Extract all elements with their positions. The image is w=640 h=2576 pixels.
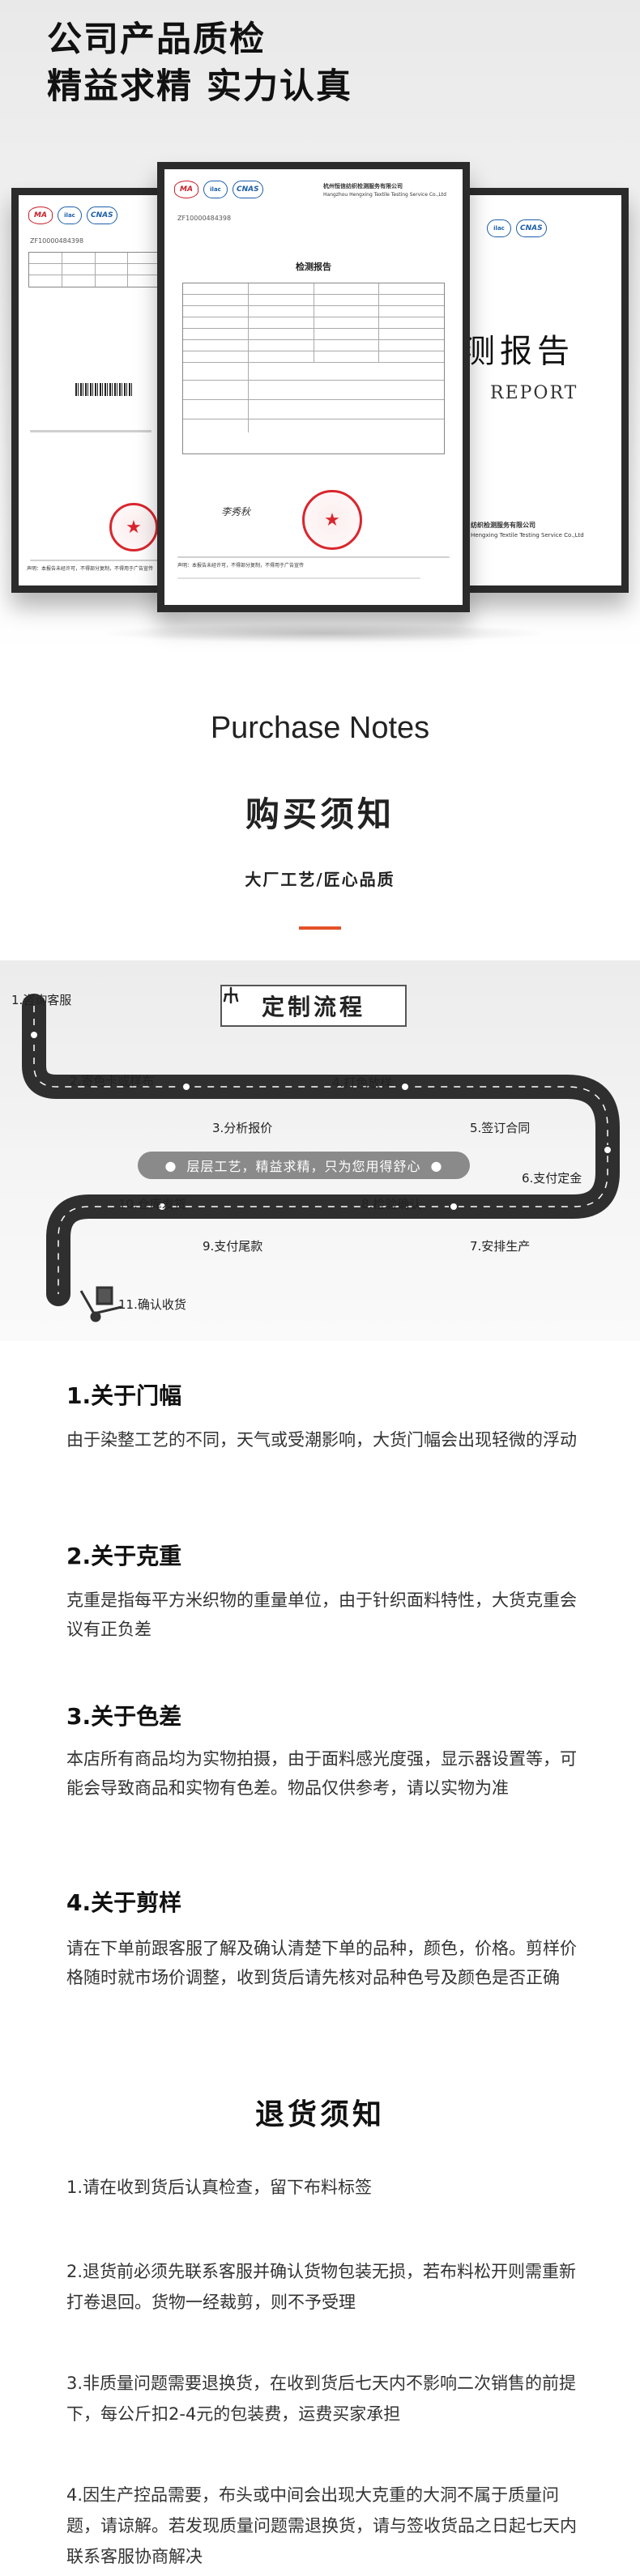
note-body: 由于染整工艺的不同，天气或受潮影响，大货门幅会出现轻微的浮动 — [66, 1430, 577, 1450]
process-title-box: 定制流程 — [220, 985, 407, 1027]
note-title: 3.关于色差 — [66, 1703, 182, 1730]
note-body: 克重是指每平方米织物的重量单位，由于针织面料特性，大货克重会议有正负差 — [66, 1590, 577, 1639]
process-title: 定制流程 — [261, 994, 365, 1020]
note-title: 2.关于克重 — [66, 1543, 182, 1569]
cnas-logo-icon: CNAS — [233, 181, 263, 198]
returns-item: 1.请在收到货后认真检查，留下布料标签 — [66, 2178, 373, 2197]
step-inspect: 8.检验确认 — [361, 1197, 422, 1211]
returns-title: 退货须知 — [254, 2098, 385, 2131]
quality-certificates-section: 公司产品质检 精益求精 实力认真 MA ilac CNAS ZF10000484… — [0, 0, 640, 656]
testing-org-name-en: Hangzhou Hengxing Textile Testing Servic… — [323, 192, 446, 198]
certificate-footer: 声明：本报告未经许可，不得部分复制，不得用于广告宣传 — [27, 566, 154, 572]
step-quote: 3.分析报价 — [212, 1121, 273, 1135]
accent-divider — [299, 926, 341, 930]
slogan-dot-icon: ● — [164, 1157, 177, 1173]
hand-truck-icon — [79, 1286, 122, 1322]
cnas-logo-icon: CNAS — [516, 219, 547, 237]
returns-item: 4.因生产控品需要，布头或中间会出现大克重的大洞不属于质量问题，请谅解。若发现质… — [66, 2485, 577, 2566]
step-send-sample: 2.寄色卡或样布 — [70, 1074, 155, 1088]
barcode-icon — [75, 383, 134, 396]
report-number: ZF10000484398 — [30, 237, 84, 245]
seal-stamp-icon: ★ — [109, 503, 158, 551]
step-contract: 5.签订合同 — [470, 1121, 531, 1135]
slogan-text: 层层工艺，精益求精，只为您用得舒心 — [186, 1159, 421, 1174]
ilac-mra-logo-icon: ilac — [58, 207, 82, 224]
certificate-right: ilac CNAS 测报告 REPORT 纺织检测服务有限公司 Hengxing… — [460, 188, 629, 593]
tools-icon — [223, 986, 239, 1004]
note-title: 1.关于门幅 — [66, 1382, 182, 1409]
certificate-center: MA ilac CNAS 杭州恒信纺织检测服务有限公司 Hangzhou Hen… — [157, 162, 470, 612]
step-confirm-receipt: 11.确认收货 — [118, 1297, 186, 1312]
signature: 李秀秋 — [221, 506, 251, 517]
report-big-title: 测报告 — [467, 333, 574, 370]
purchase-notes-title: 购买须知 — [245, 794, 395, 834]
testing-org-name: 纺织检测服务有限公司 — [471, 522, 535, 529]
cma-logo-icon: MA — [174, 181, 198, 198]
ilac-mra-logo-icon: ilac — [203, 181, 228, 198]
note-title: 4.关于剪样 — [66, 1889, 182, 1916]
ilac-mra-logo-icon: ilac — [487, 219, 511, 237]
step-final-payment: 9.支付尾款 — [203, 1239, 263, 1254]
certificate-footer: 声明：本报告未经许可，不得部分复制，不得用于广告宣传 — [177, 563, 305, 568]
step-color-sampling: 4.打色放样 — [332, 1075, 393, 1090]
note-body: 本店所有商品均为实物拍摄，由于面料感光度强，显示器设置等，可能会导致商品和实物有… — [66, 1749, 577, 1798]
returns-item: 3.非质量问题需要退换货，在收到货后七天内不影响二次销售的前提下，每公斤扣2-4… — [66, 2374, 577, 2424]
process-slogan: ● 层层工艺，精益求精，只为您用得舒心 ● — [138, 1152, 470, 1179]
hero-title-line2: 精益求精 实力认真 — [47, 66, 352, 107]
custom-process-section: 定制流程 1.咨询客服 2.寄色卡或样布 4.打色放样 3.分析报价 5.签订合… — [0, 960, 640, 1341]
returns-item: 2.退货前必须先联系客服并确认货物包装无损，若布料松开则需重新打卷退回。货物一经… — [66, 2262, 577, 2312]
report-title: 检测报告 — [296, 262, 331, 272]
note-body: 请在下单前跟客服了解及确认清楚下单的品种，颜色，价格。剪样价格随时就市场价调整，… — [66, 1939, 577, 1987]
purchase-notes-subtitle: 大厂工艺/匠心品质 — [245, 870, 395, 889]
step-production: 7.安排生产 — [470, 1239, 531, 1254]
step-consult: 1.咨询客服 — [11, 993, 72, 1007]
step-deposit: 6.支付定金 — [522, 1171, 582, 1186]
report-table — [182, 283, 445, 454]
process-road-diagram — [22, 994, 620, 1322]
testing-org-name: 杭州恒信纺织检测服务有限公司 — [323, 183, 403, 189]
slogan-dot-icon: ● — [430, 1157, 443, 1173]
testing-org-name-en: Hengxing Textile Testing Service Co.,Ltd — [471, 532, 584, 539]
purchase-notes-title-en: Purchase Notes — [210, 711, 430, 745]
certificate-left: MA ilac CNAS ZF10000484398 ★ 声明：本报告未经许可，… — [11, 188, 173, 593]
report-table — [28, 252, 161, 287]
hero-title-line1: 公司产品质检 — [47, 19, 266, 60]
cma-logo-icon: MA — [28, 207, 53, 224]
seal-stamp-icon: ★ — [302, 490, 362, 550]
cnas-logo-icon: CNAS — [87, 207, 117, 224]
report-big-title-en: REPORT — [490, 383, 578, 403]
step-ship: 10.仓库发货 — [118, 1197, 186, 1211]
report-number: ZF10000484398 — [177, 215, 232, 222]
